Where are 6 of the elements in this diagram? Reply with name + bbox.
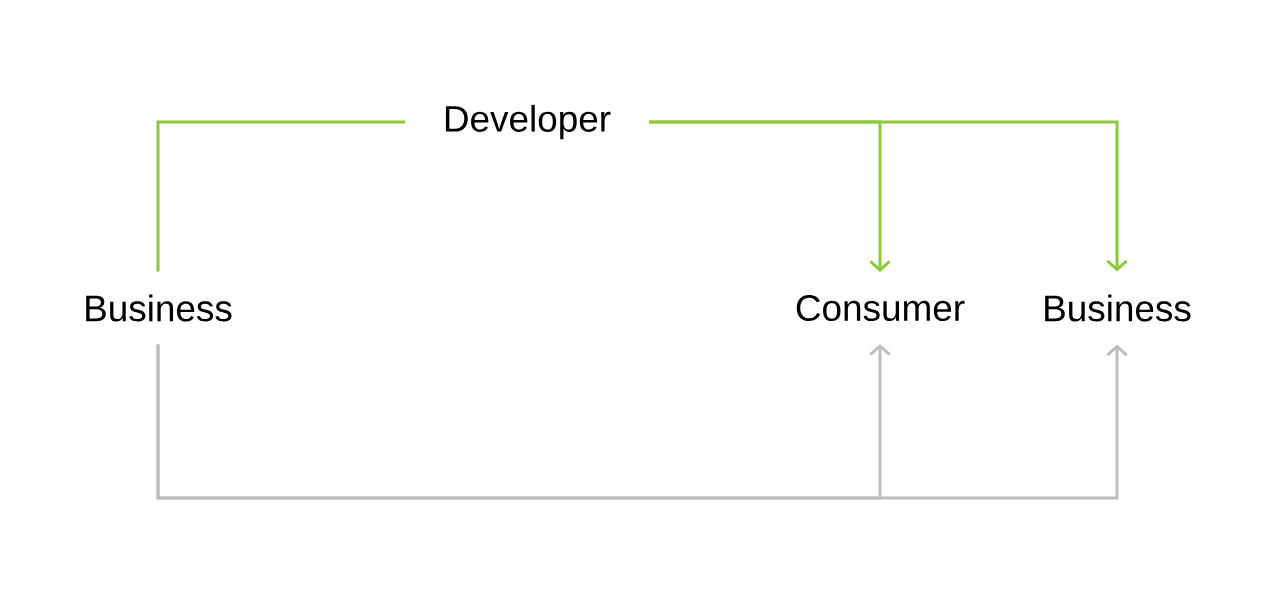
connector-arrow: [648, 120, 1128, 272]
node-label: Business: [1045, 294, 1191, 322]
connector-arrow: [156, 344, 1128, 500]
node-label: Consumer: [796, 294, 965, 322]
node-label: Developer: [445, 104, 611, 140]
node-label: Business: [86, 294, 232, 322]
